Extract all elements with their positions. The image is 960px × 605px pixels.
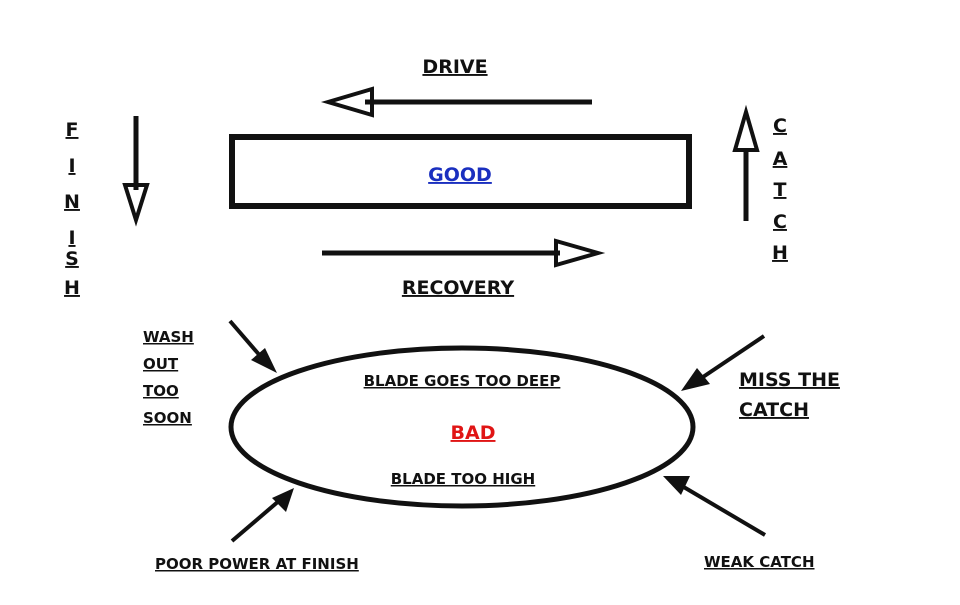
wash-out-line: OUT <box>143 355 179 373</box>
weak-catch-label: WEAK CATCH <box>704 553 815 571</box>
recovery-label: RECOVERY <box>402 277 514 299</box>
miss-the-catch-line: MISS THE <box>739 369 840 391</box>
blade-goes-too-deep-label: BLADE GOES TOO DEEP <box>364 372 561 390</box>
poor-power-at-finish-label: POOR POWER AT FINISH <box>155 555 359 573</box>
miss-the-catch-line: CATCH <box>739 399 809 421</box>
catch-letter: H <box>772 242 788 264</box>
bad-ellipse <box>228 345 696 509</box>
weak-catch-arrow <box>663 476 767 537</box>
finish-letter: S <box>65 248 79 270</box>
finish-letter: F <box>66 119 79 141</box>
drive-label: DRIVE <box>422 56 487 78</box>
miss-the-catch-label: MISS THE CATCH <box>739 369 840 421</box>
catch-letter: C <box>773 211 787 233</box>
miss-the-catch-arrow <box>681 334 766 391</box>
wash-out-too-soon-label: WASH OUT TOO SOON <box>143 328 194 427</box>
good-label: GOOD <box>428 164 492 186</box>
catch-letter: T <box>774 179 787 201</box>
wash-out-arrow <box>228 319 277 373</box>
finish-letter: N <box>64 191 80 213</box>
finish-letter: I <box>68 155 75 177</box>
finish-letter: H <box>64 277 80 299</box>
good-box <box>229 134 692 209</box>
poor-power-arrow <box>230 488 294 543</box>
recovery-arrow <box>322 238 606 268</box>
finish-arrow <box>122 116 150 227</box>
catch-arrow <box>732 104 760 221</box>
catch-letter: C <box>773 115 787 137</box>
blade-too-high-label: BLADE TOO HIGH <box>391 470 535 488</box>
finish-label: F I N I S H <box>64 119 80 299</box>
catch-letter: A <box>773 148 788 170</box>
finish-letter: I <box>68 227 75 249</box>
wash-out-line: TOO <box>143 382 179 400</box>
wash-out-line: SOON <box>143 409 192 427</box>
bad-label: BAD <box>451 422 496 444</box>
drive-arrow <box>320 86 592 118</box>
catch-label: C A T C H <box>772 115 788 264</box>
wash-out-line: WASH <box>143 328 194 346</box>
